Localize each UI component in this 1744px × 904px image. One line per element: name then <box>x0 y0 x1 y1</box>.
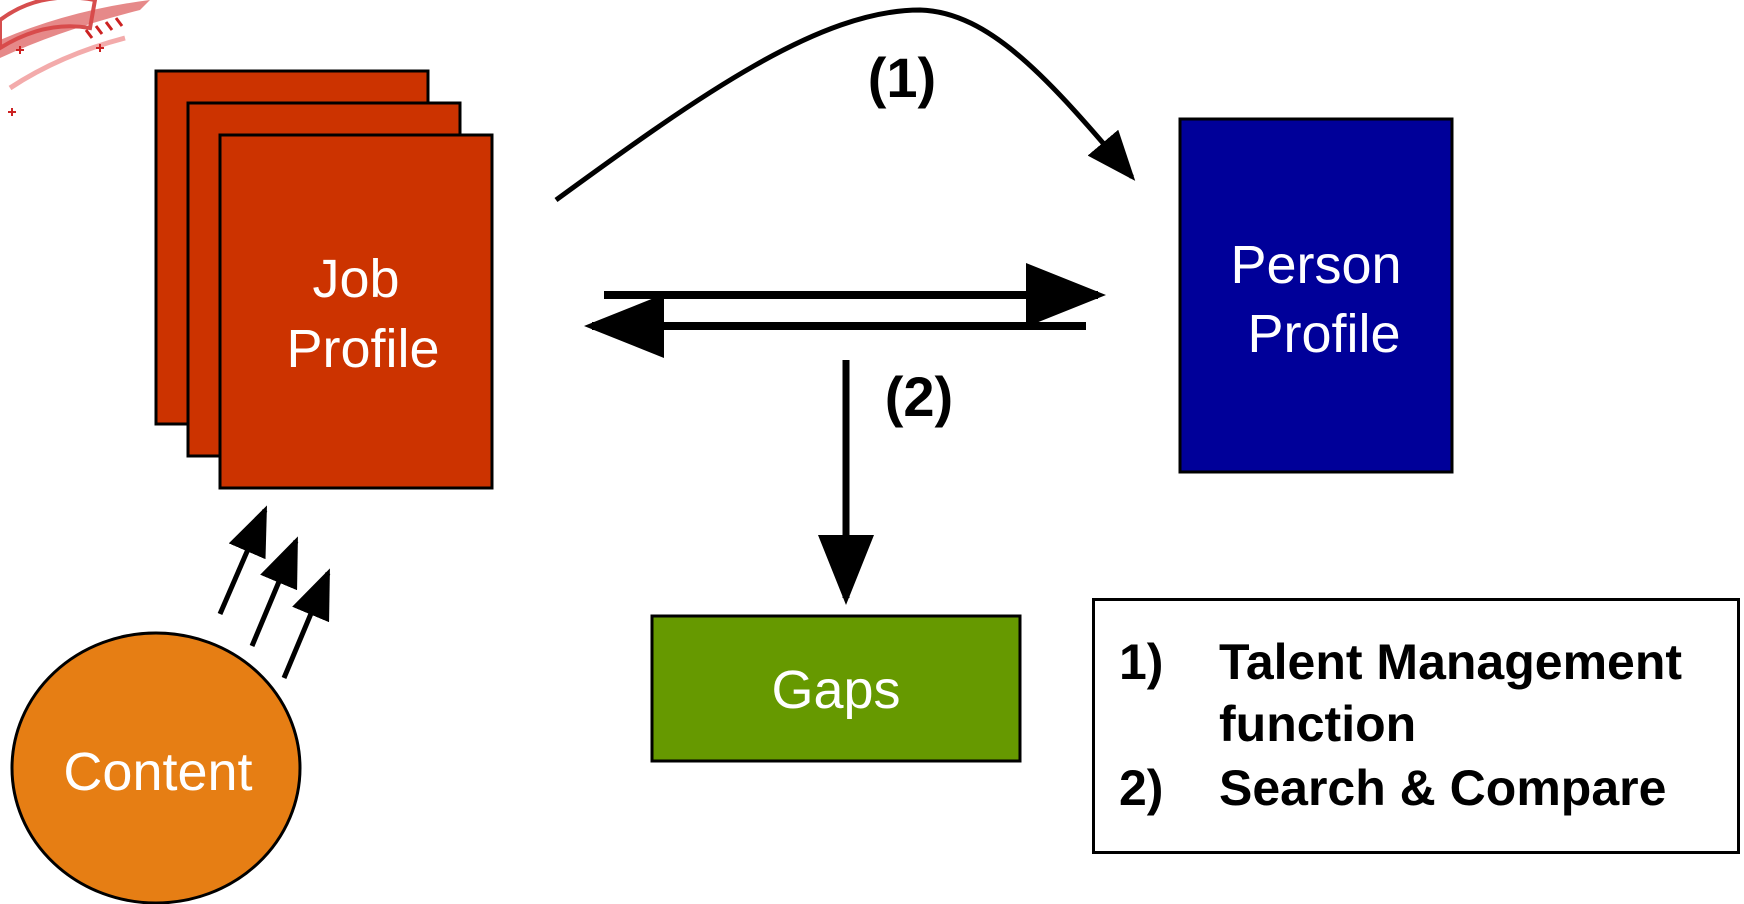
gaps-box: Gaps <box>650 614 1022 763</box>
content-to-job-arrow-3 <box>281 568 331 679</box>
person-profile-box: Person Profile <box>1178 117 1454 474</box>
person-profile-label-line2: Profile <box>1247 304 1400 364</box>
logo-icon <box>0 0 150 116</box>
job-profile-label-line2: Profile <box>286 319 439 379</box>
legend-item-2: 2) Search & Compare <box>1119 757 1719 819</box>
legend-box: 1) Talent Management function 2) Search … <box>1092 598 1740 854</box>
content-to-job-arrow-1 <box>217 505 268 615</box>
content-to-job-arrow-2 <box>249 536 299 647</box>
job-profile-card-front <box>218 133 494 490</box>
content-label: Content <box>63 742 252 802</box>
legend-item-1: 1) Talent Management function <box>1119 631 1719 755</box>
job-profile-label-line1: Job <box>312 249 399 309</box>
legend-item-1-number: 1) <box>1119 634 1164 690</box>
job-profile-stack: Job Profile <box>154 69 494 490</box>
flow-2-label: (2) <box>885 365 953 428</box>
flow-1-label: (1) <box>868 46 936 109</box>
gaps-label: Gaps <box>771 660 900 720</box>
flow-1-curved-arrow <box>554 7 1136 203</box>
legend-item-1-text: Talent Management function <box>1219 634 1683 752</box>
legend-item-2-text: Search & Compare <box>1219 760 1667 816</box>
content-circle: Content <box>10 631 302 904</box>
person-profile-label-line1: Person <box>1230 235 1401 295</box>
legend-item-2-number: 2) <box>1119 760 1164 816</box>
